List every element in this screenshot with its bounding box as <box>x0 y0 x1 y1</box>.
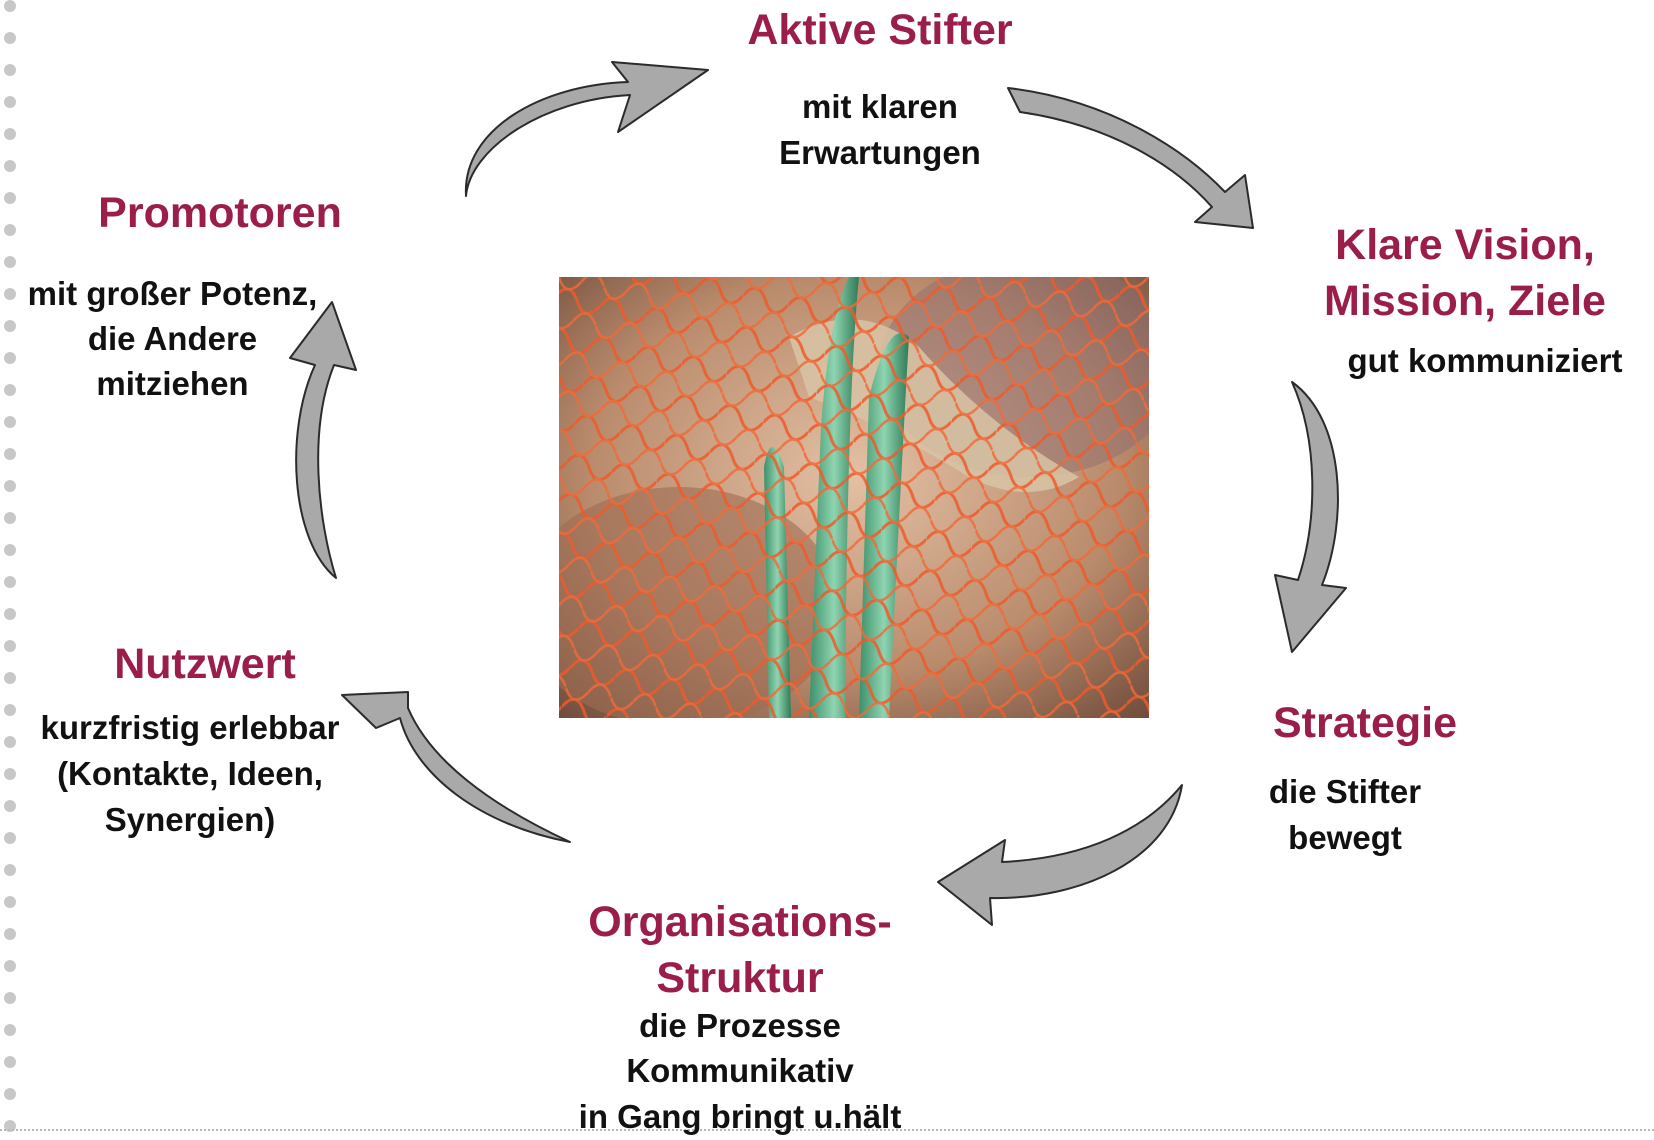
node-aktive-stifter-title: Aktive Stifter <box>700 2 1060 58</box>
node-organisation-line-2: Kommunikativ <box>540 1048 940 1094</box>
arrow-vision-to-strategie <box>1275 382 1346 652</box>
node-klare-vision-title-line-1: Klare Vision, <box>1300 217 1630 273</box>
arrow-strategie-to-organisation <box>938 785 1182 925</box>
node-organisation-title-line-1: Organisations- <box>540 894 940 950</box>
node-aktive-stifter-line-2: Erwartungen <box>730 130 1030 176</box>
node-organisation-line-3: in Gang bringt u.hält <box>540 1094 940 1140</box>
node-nutzwert-line-3: Synergien) <box>10 797 370 843</box>
node-klare-vision-line-1: gut kommuniziert <box>1320 338 1650 384</box>
node-aktive-stifter-line-1: mit klaren <box>730 84 1030 130</box>
node-promotoren-line-2: die Andere <box>0 316 345 362</box>
node-nutzwert-line-2: (Kontakte, Ideen, <box>10 751 370 797</box>
node-strategie-title: Strategie <box>1240 695 1490 751</box>
node-nutzwert-title: Nutzwert <box>75 636 335 692</box>
node-promotoren-title: Promotoren <box>75 185 365 241</box>
node-nutzwert-line-1: kurzfristig erlebbar <box>10 705 370 751</box>
arrow-promotoren-to-aktive-stifter <box>466 62 708 196</box>
arrow-organisation-to-nutzwert <box>342 692 570 842</box>
node-organisation-title-line-2: Struktur <box>540 950 940 1006</box>
node-strategie-line-1: die Stifter <box>1210 769 1480 815</box>
node-strategie-line-2: bewegt <box>1210 815 1480 861</box>
node-klare-vision-title-line-2: Mission, Ziele <box>1300 273 1630 329</box>
node-promotoren-line-3: mitziehen <box>0 361 345 407</box>
node-organisation-line-1: die Prozesse <box>540 1003 940 1049</box>
arrow-aktive-stifter-to-vision <box>1008 88 1253 228</box>
node-promotoren-line-1: mit großer Potenz, <box>0 271 345 317</box>
